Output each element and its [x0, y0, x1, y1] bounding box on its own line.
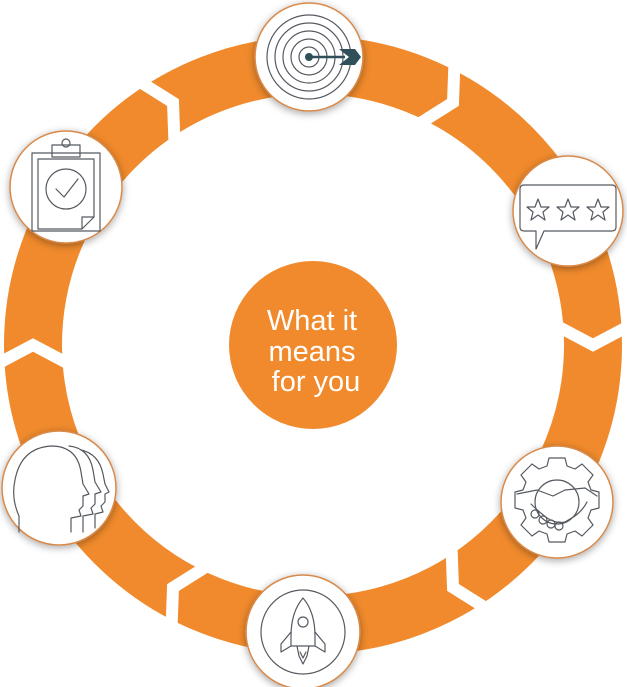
ring-chevron	[137, 76, 181, 142]
node-rating	[512, 155, 624, 267]
target-dart-icon	[266, 14, 361, 100]
center-line-3: for you	[272, 366, 361, 398]
ring-chevron	[417, 63, 461, 129]
center-circle	[229, 261, 397, 429]
rocket-icon	[260, 589, 346, 675]
center-line-2: means	[268, 336, 355, 368]
ring-chevron	[0, 338, 70, 369]
star-rating-speech-bubble-icon	[519, 184, 617, 250]
ring-chevrons	[0, 63, 627, 627]
node-target	[254, 2, 364, 112]
handshake-gear-icon	[514, 457, 600, 543]
node-checklist	[9, 130, 123, 244]
node-partnership	[500, 445, 614, 559]
node-people	[1, 430, 117, 546]
node-launch	[245, 574, 361, 687]
center-text: What it means for you	[267, 305, 365, 398]
ring-chevron	[556, 321, 627, 352]
ring-chevron	[165, 561, 209, 627]
ring-chevron	[445, 548, 489, 614]
clipboard-check-icon	[31, 138, 101, 232]
people-silhouettes-icon	[13, 445, 110, 533]
center-line-1: What it	[267, 305, 357, 337]
